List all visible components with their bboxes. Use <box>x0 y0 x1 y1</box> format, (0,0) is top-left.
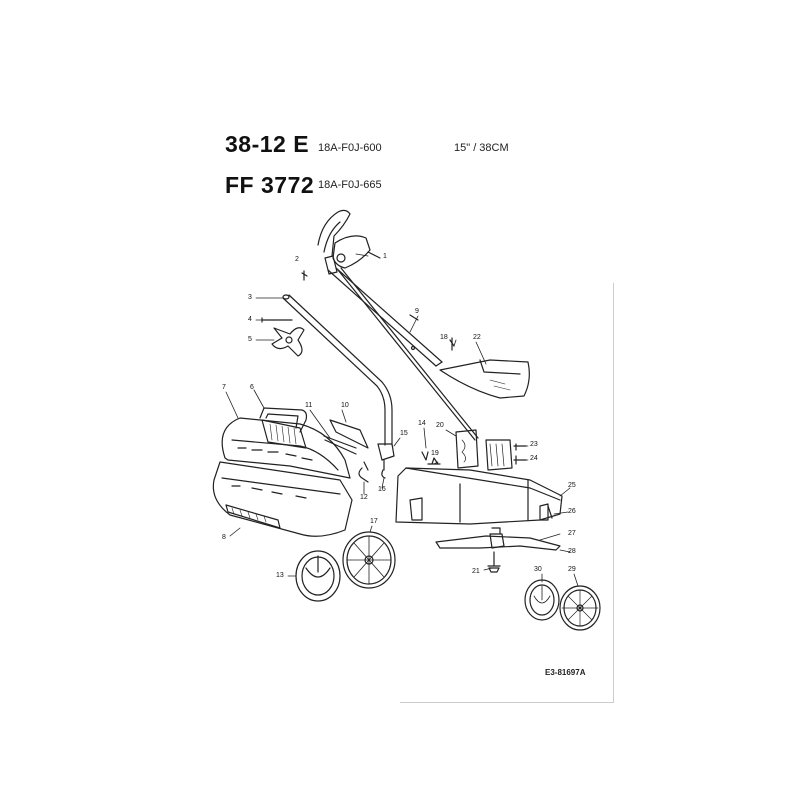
callout-17: 17 <box>370 518 378 525</box>
callout-7: 7 <box>222 384 226 391</box>
part-20-switch-box <box>455 429 479 469</box>
part-25-deck <box>395 467 563 525</box>
callout-29: 29 <box>568 566 576 573</box>
part-8-catcher-bottom <box>212 461 353 537</box>
callout-14: 14 <box>418 420 426 427</box>
part-17-wheel <box>342 531 396 589</box>
part-4-bolt <box>261 317 293 323</box>
callout-5: 5 <box>248 336 252 343</box>
part-29-wheel <box>559 585 601 631</box>
callout-11: 11 <box>305 402 313 409</box>
callout-13: 13 <box>276 572 284 579</box>
callout-26: 26 <box>568 508 576 515</box>
part-5-knob <box>271 327 305 357</box>
part-1-upper-handle <box>317 209 381 275</box>
callout-19: 19 <box>431 450 439 457</box>
callout-20: 20 <box>436 422 444 429</box>
model-name-2: FF 3772 <box>225 172 315 198</box>
part-23-24-motor <box>485 439 527 471</box>
model-name-1: 38-12 E <box>225 131 310 157</box>
page-border-right <box>613 283 614 703</box>
callout-21: 21 <box>472 568 480 575</box>
callout-27: 27 <box>568 530 576 537</box>
page-border-bottom <box>400 702 613 703</box>
part-2-screw <box>301 270 308 281</box>
part-30-hubcap <box>524 579 560 621</box>
callout-1: 1 <box>383 253 387 260</box>
part-18-screw <box>449 337 455 351</box>
part-12-clip <box>358 461 369 483</box>
part-9-handle-bar <box>327 267 479 441</box>
part-3-handle-rod <box>282 294 393 446</box>
callout-9: 9 <box>415 308 419 315</box>
part-7-catcher-top <box>221 417 351 479</box>
callout-10: 10 <box>341 402 349 409</box>
model-code-1: 18A-F0J-600 <box>318 142 382 154</box>
part-21-blade-bolt <box>487 551 501 573</box>
model-size: 15" / 38CM <box>454 142 509 154</box>
callout-18: 18 <box>440 334 448 341</box>
callout-30: 30 <box>534 566 542 573</box>
drawing-reference: E3-81697A <box>545 668 586 677</box>
callout-15: 15 <box>400 430 408 437</box>
part-15-16-cable-clip <box>377 443 395 479</box>
callout-12: 12 <box>360 494 368 501</box>
part-10-11-deflector <box>323 419 369 455</box>
callout-24: 24 <box>530 455 538 462</box>
leader-lines <box>225 253 579 587</box>
callout-25: 25 <box>568 482 576 489</box>
callout-23: 23 <box>530 441 538 448</box>
part-6-carry-handle <box>259 407 308 433</box>
part-27-28-blade <box>435 527 561 551</box>
model-code-2: 18A-F0J-665 <box>318 179 382 191</box>
callout-4: 4 <box>248 316 252 323</box>
part-13-hubcap <box>295 550 341 602</box>
callout-8: 8 <box>222 534 226 541</box>
part-22-motor-cover <box>439 359 530 399</box>
callout-3: 3 <box>248 294 252 301</box>
callout-6: 6 <box>250 384 254 391</box>
callout-28: 28 <box>568 548 576 555</box>
callout-2: 2 <box>295 256 299 263</box>
callout-22: 22 <box>473 334 481 341</box>
callout-16: 16 <box>378 486 386 493</box>
